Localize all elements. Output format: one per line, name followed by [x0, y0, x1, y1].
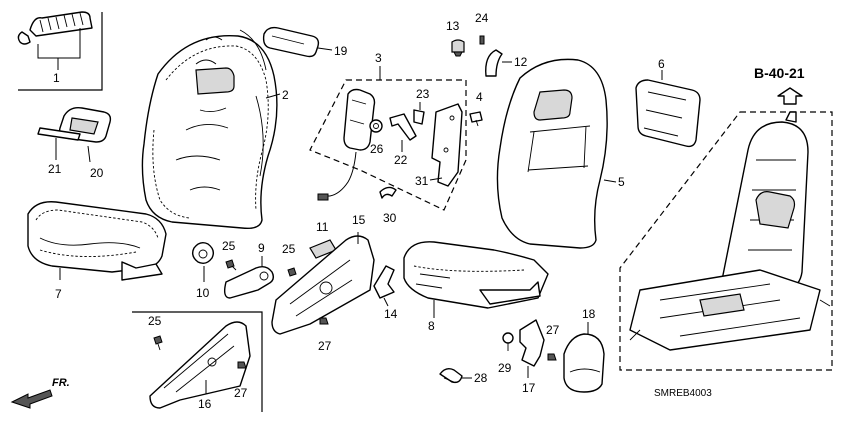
part-14-bracket — [373, 265, 395, 299]
part-7-cushion-cover — [27, 201, 167, 281]
callout-26: 26 — [370, 142, 384, 156]
part-31-leader — [429, 177, 443, 181]
callout-15: 15 — [352, 213, 366, 227]
part-8-cushion-pad — [403, 241, 549, 309]
callout-19: 19 — [334, 44, 348, 58]
part-5-seatback-pad — [496, 58, 608, 249]
callout-17: 17 — [522, 381, 536, 395]
part-29-bolt — [502, 332, 514, 351]
callout-27-a: 27 — [318, 339, 332, 353]
part-13-fastener — [451, 39, 465, 57]
part-25-screw-b — [287, 267, 297, 277]
callout-28: 28 — [474, 371, 488, 385]
callout-3: 3 — [375, 51, 382, 65]
seat-frame-assembly — [629, 111, 831, 351]
callout-5: 5 — [618, 175, 625, 189]
part-1-spring-clips — [17, 11, 93, 45]
callout-13: 13 — [446, 19, 460, 33]
callout-1: 1 — [53, 71, 60, 85]
callout-31: 31 — [415, 174, 429, 188]
callout-18: 18 — [582, 307, 596, 321]
part-1-bracket — [18, 12, 103, 91]
callout-11: 11 — [316, 220, 329, 234]
callout-27-b: 27 — [234, 386, 248, 400]
callout-25-b: 25 — [282, 242, 296, 256]
part-2-seatback-cover — [141, 29, 278, 230]
callout-4: 4 — [476, 90, 483, 104]
part-14-leader — [383, 297, 389, 307]
part-19-handle — [262, 26, 320, 58]
callout-23: 23 — [416, 87, 430, 101]
callout-16: 16 — [198, 397, 212, 411]
part-27-clip-b — [237, 361, 247, 369]
part-31-plate — [431, 103, 463, 187]
callout-24: 24 — [475, 11, 489, 25]
part-25-screw-a — [225, 259, 237, 271]
callout-2: 2 — [282, 88, 289, 102]
part-28-clip — [439, 367, 463, 384]
callout-7: 7 — [55, 287, 62, 301]
part-16-box — [132, 311, 263, 412]
part-15-side-cover — [271, 235, 375, 335]
part-3-airbag-module — [317, 88, 376, 201]
part-10-knob — [191, 241, 215, 265]
front-direction-label: FR. — [52, 377, 70, 389]
seat-frame-outline — [619, 111, 833, 371]
reference-label: B-40-21 — [754, 65, 805, 81]
callout-10: 10 — [196, 286, 210, 300]
part-5-leader — [603, 179, 617, 183]
callout-8: 8 — [428, 319, 435, 333]
part-26-nut — [369, 119, 383, 133]
part-25-screw-c — [153, 335, 163, 351]
part-3-group-outline — [309, 79, 467, 211]
part-22-bracket — [389, 113, 417, 141]
callout-6: 6 — [658, 57, 665, 71]
part-20-21-leader — [55, 138, 91, 163]
callout-9: 9 — [258, 241, 265, 255]
callout-25-c: 25 — [148, 314, 162, 328]
part-30-clip — [379, 186, 397, 199]
part-4-bolt — [469, 111, 483, 127]
front-direction-arrow-icon — [10, 389, 53, 409]
part-18-headrest-cover — [563, 333, 605, 393]
callout-22: 22 — [394, 153, 408, 167]
part-17-bracket — [519, 319, 545, 367]
callout-29: 29 — [498, 361, 512, 375]
part-6-trim — [635, 79, 701, 148]
part-23-clip — [413, 109, 425, 125]
callout-27-c: 27 — [546, 323, 560, 337]
callout-25-a: 25 — [222, 239, 236, 253]
callout-30: 30 — [383, 211, 397, 225]
part-16-side-shield — [149, 321, 251, 409]
diagram-code: SMREB4003 — [654, 388, 712, 399]
callout-21: 21 — [48, 162, 62, 176]
up-arrow-icon — [777, 87, 803, 105]
callout-14: 14 — [384, 307, 398, 321]
part-2-leader — [265, 93, 281, 99]
part-19-leader — [317, 47, 333, 51]
part-21-strap — [37, 127, 81, 141]
callout-20: 20 — [90, 166, 104, 180]
part-9-lever — [223, 265, 275, 299]
callout-12: 12 — [514, 55, 528, 69]
part-24-screw — [479, 35, 485, 45]
part-12-cover — [485, 49, 503, 77]
part-27-clip-a — [319, 317, 329, 325]
part-1-leader — [37, 28, 81, 70]
part-27-clip-c — [547, 353, 557, 361]
